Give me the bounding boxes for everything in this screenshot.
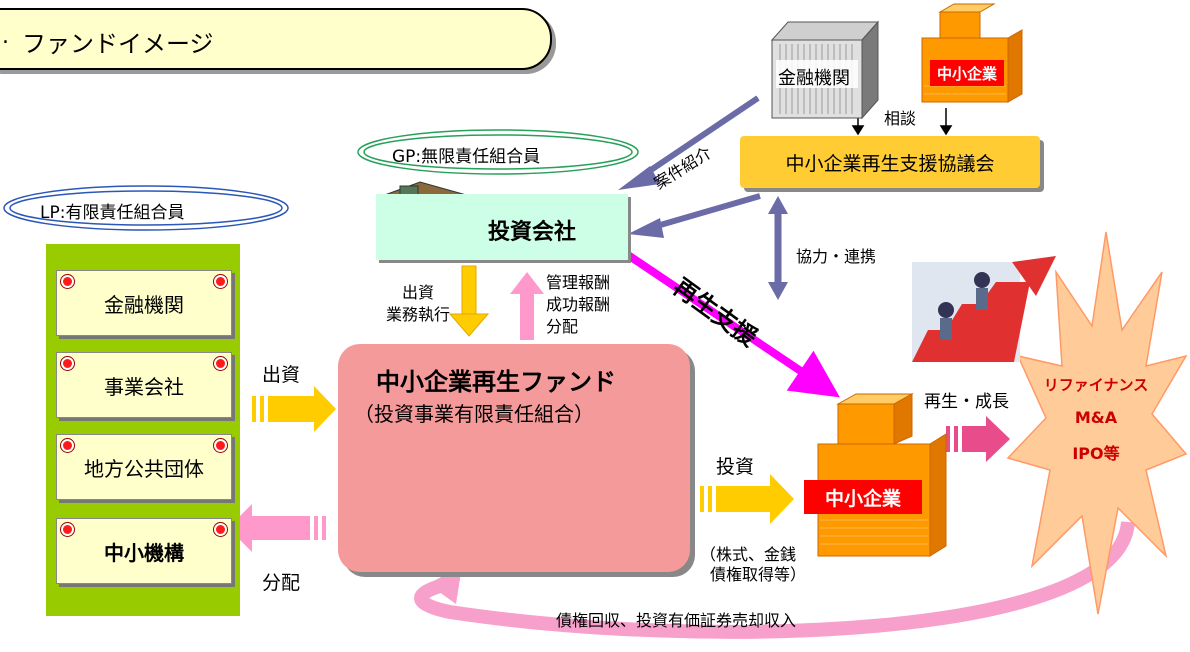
fund-name: 中小企業再生ファンド — [376, 368, 616, 396]
bank-building-icon — [770, 20, 880, 120]
lp-member-label: 中小機構 — [104, 540, 184, 565]
fee-line2: 成功報酬 — [546, 295, 611, 314]
sme-label: 中小企業 — [804, 480, 922, 514]
invest-exec-line2: 業務執行 — [386, 305, 451, 324]
gp-label: GP:無限責任組合員 — [392, 147, 541, 167]
bullet-icon — [61, 523, 74, 536]
investment-company-box — [376, 194, 628, 260]
lp-label: LP:有限責任組合員 — [40, 203, 185, 223]
bullet-icon — [214, 439, 227, 452]
growth-stairs-image — [912, 256, 1056, 362]
consult-label: 相談 — [884, 109, 917, 128]
lp-member-bank: 金融機関 — [56, 270, 232, 336]
council-label: 中小企業再生支援協議会 — [785, 152, 995, 175]
page-title: ファンドイメージ — [22, 30, 214, 58]
recovery-arc — [414, 521, 1135, 639]
recovery-arrowhead — [428, 566, 462, 604]
fund-box — [338, 344, 690, 572]
investment-label: 投資 — [716, 456, 755, 478]
exit-line1: リファイナンス — [1043, 376, 1149, 394]
fee-line3: 分配 — [546, 317, 579, 336]
investment-arrow — [700, 474, 794, 524]
bullet-icon — [61, 275, 74, 288]
pink-up-arrow — [510, 272, 544, 340]
investment-company-label: 投資会社 — [488, 220, 577, 245]
distribution-arrow — [228, 504, 326, 552]
slate-arrows — [618, 95, 788, 300]
lp-member-label: 地方公共団体 — [84, 456, 204, 481]
bullet-icon — [214, 357, 227, 370]
growth-arrow — [946, 416, 1010, 462]
title-banner: . ファンドイメージ — [0, 8, 552, 70]
fee-line1: 管理報酬 — [546, 273, 611, 292]
cooperation-label: 協力・連携 — [796, 247, 877, 266]
council-box: 中小企業再生支援協議会 — [740, 136, 1040, 188]
bullet-icon — [214, 275, 227, 288]
revival-arrow — [625, 251, 840, 398]
exit-line2: M&A — [1074, 408, 1118, 427]
lp-member-local-government: 地方公共団体 — [56, 434, 232, 500]
investment-note-line2: 債権取得等） — [710, 565, 807, 584]
sme-text: 中小企業 — [824, 487, 901, 510]
distribution-label: 分配 — [262, 572, 301, 594]
growth-label: 再生・成長 — [924, 392, 1009, 412]
contribution-arrow — [252, 386, 336, 432]
top-sme-text: 中小企業 — [936, 64, 997, 83]
top-bank-label: 金融機関 — [778, 68, 850, 89]
bullet-icon — [214, 523, 227, 536]
lp-member-business: 事業会社 — [56, 352, 232, 418]
gold-down-arrow — [448, 265, 490, 337]
invest-exec-line1: 出資 — [402, 283, 435, 302]
bullet-icon — [61, 439, 74, 452]
lp-member-label: 事業会社 — [104, 374, 184, 399]
bullet-icon — [61, 357, 74, 370]
recovery-label: 債権回収、投資有価証券売却収入 — [556, 611, 797, 630]
exit-line3: IPO等 — [1072, 444, 1120, 463]
title-prefix: . — [2, 24, 9, 49]
investment-note-line1: （株式、金銭 — [700, 545, 797, 564]
top-sme-building-icon — [921, 3, 1023, 103]
sme-building-icon — [817, 393, 947, 557]
lp-member-smrj: 中小機構 — [56, 518, 232, 584]
lp-member-label: 金融機関 — [104, 292, 184, 317]
contribution-label: 出資 — [262, 364, 301, 386]
fund-subtitle: （投資事業有限責任組合） — [354, 402, 594, 426]
exit-starburst — [1006, 231, 1188, 615]
top-sme-label: 中小企業 — [930, 60, 1004, 86]
